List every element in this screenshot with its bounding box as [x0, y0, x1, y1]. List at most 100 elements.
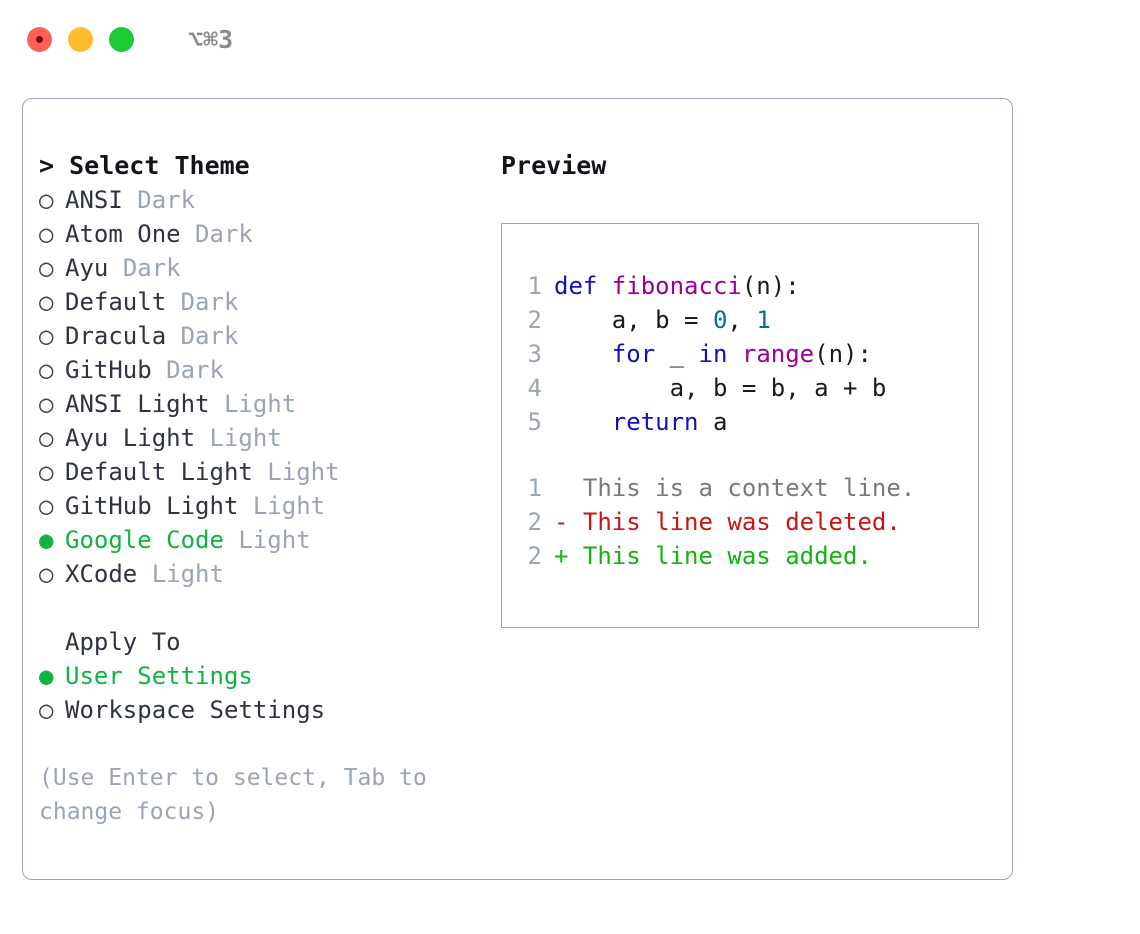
apply-to-section: Apply To ●User Settings ○ Workspace Settin…	[39, 625, 479, 727]
code-token: _	[655, 340, 699, 368]
apply-to-option-label: Workspace Settings	[65, 696, 326, 724]
theme-list-item[interactable]: ●Google Code Light	[39, 523, 479, 557]
code-token: 1	[756, 306, 771, 334]
diff-text: This line was deleted.	[568, 508, 901, 536]
code-token: 0	[712, 306, 728, 334]
code-token	[727, 340, 741, 368]
diff-line: 1 This is a context line.	[514, 471, 978, 505]
radio-unselected-icon: ○	[39, 288, 54, 316]
theme-kind-badge: Light	[238, 526, 311, 554]
diff-sample: 1 This is a context line.2- This line wa…	[514, 471, 978, 573]
theme-name: Dracula	[65, 322, 167, 350]
keyboard-shortcut-label: ⌥⌘3	[188, 24, 234, 54]
diff-line-number: 2	[527, 542, 542, 570]
close-button-icon[interactable]	[27, 26, 52, 52]
theme-list-item[interactable]: ○Dracula Dark	[39, 319, 479, 353]
theme-name: Google Code	[65, 526, 224, 554]
minimize-button-icon[interactable]	[68, 26, 93, 52]
diff-marker: +	[554, 542, 569, 570]
diff-marker	[554, 474, 568, 502]
theme-picker-column: > Select Theme ○ANSI Dark○Atom One Dark○…	[39, 149, 479, 829]
code-token	[554, 408, 612, 436]
theme-kind-badge: Dark	[137, 186, 196, 214]
keyboard-hint-text: (Use Enter to select, Tab to change focu…	[39, 765, 441, 825]
code-line-number: 4	[527, 374, 542, 402]
diff-line: 2- This line was deleted.	[514, 505, 978, 539]
theme-kind-badge: Light	[267, 458, 340, 486]
theme-list-item[interactable]: ○ XCode Light	[39, 557, 479, 591]
radio-unselected-icon: ○	[39, 220, 54, 248]
code-line-number: 1	[527, 272, 542, 300]
diff-line-number: 1	[527, 474, 542, 502]
code-token	[554, 340, 612, 368]
code-token: a, b = b, a + b	[554, 374, 887, 402]
radio-unselected-icon: ○	[39, 356, 54, 384]
code-line: 5 return a	[514, 405, 978, 439]
theme-name: ANSI Light	[65, 390, 210, 418]
theme-list-item[interactable]: ○ GitHub Light Light	[39, 489, 479, 523]
apply-to-option[interactable]: ○ Workspace Settings	[39, 693, 479, 727]
theme-name: Ayu Light	[65, 424, 196, 452]
theme-list-item[interactable]: ○Ayu Light Light	[39, 421, 479, 455]
code-line-number: 5	[527, 408, 542, 436]
select-theme-prompt: > Select Theme	[39, 151, 250, 180]
theme-list-item[interactable]: ○ ANSI Light Light	[39, 387, 479, 421]
radio-unselected-icon: ○	[39, 696, 54, 724]
code-line: 4 a, b = b, a + b	[514, 371, 978, 405]
theme-kind-badge: Dark	[122, 254, 181, 282]
theme-list-item[interactable]: ○ Default Dark	[39, 285, 479, 319]
code-line: 2 a, b = 0, 1	[514, 303, 978, 337]
theme-kind-badge: Dark	[166, 356, 224, 384]
code-token: for	[611, 340, 656, 368]
radio-selected-icon: ●	[39, 662, 54, 690]
diff-marker: -	[554, 508, 569, 536]
preview-spacer	[514, 439, 978, 471]
theme-name: Atom One	[65, 220, 181, 248]
theme-kind-badge: Dark	[180, 288, 239, 316]
theme-kind-badge: Light	[223, 390, 297, 418]
radio-unselected-icon: ○	[39, 560, 54, 588]
radio-unselected-icon: ○	[39, 254, 54, 282]
theme-list-item[interactable]: ○GitHub Dark	[39, 353, 479, 387]
theme-kind-badge: Dark	[195, 220, 253, 248]
code-token: (n):	[741, 272, 800, 300]
diff-text: This line was added.	[568, 542, 872, 570]
radio-unselected-icon: ○	[39, 458, 54, 486]
apply-to-options[interactable]: ●User Settings ○ Workspace Settings	[39, 659, 479, 727]
theme-kind-badge: Light	[151, 560, 224, 588]
code-token: (n):	[814, 340, 872, 368]
code-token: a, b =	[554, 306, 713, 334]
theme-name: GitHub Light	[65, 492, 239, 520]
theme-name: Default	[65, 288, 167, 316]
theme-list[interactable]: ○ANSI Dark ○ Atom One Dark ○ Ayu Dark ○ Defaul…	[39, 183, 479, 591]
code-token: ,	[727, 306, 757, 334]
radio-unselected-icon: ○	[39, 322, 54, 350]
theme-list-item[interactable]: ○ Default Light Light	[39, 455, 479, 489]
maximize-button-icon[interactable]	[109, 26, 134, 52]
theme-name: Ayu	[65, 254, 109, 282]
diff-line-number: 2	[527, 508, 542, 536]
preview-title: Preview	[501, 151, 607, 180]
diff-line: 2 + This line was added.	[514, 539, 978, 573]
radio-unselected-icon: ○	[39, 390, 54, 418]
code-token: return	[611, 408, 699, 436]
theme-list-item[interactable]: ○ Ayu Dark	[39, 251, 479, 285]
theme-list-item[interactable]: ○ Atom One Dark	[39, 217, 479, 251]
code-line-number: 3	[527, 340, 542, 368]
apply-to-option[interactable]: ●User Settings	[39, 659, 479, 693]
code-token: range	[741, 340, 815, 368]
theme-name: XCode	[65, 560, 138, 588]
code-token: def	[554, 272, 612, 300]
theme-kind-badge: Light	[252, 492, 326, 520]
apply-to-title: Apply To	[65, 628, 181, 656]
theme-name: Default Light	[65, 458, 253, 486]
theme-list-item[interactable]: ○ANSI Dark	[39, 183, 479, 217]
code-line: 3 for _ in range(n):	[514, 337, 978, 371]
window-titlebar: ⌥⌘3	[0, 0, 1140, 78]
radio-unselected-icon: ○	[39, 492, 54, 520]
